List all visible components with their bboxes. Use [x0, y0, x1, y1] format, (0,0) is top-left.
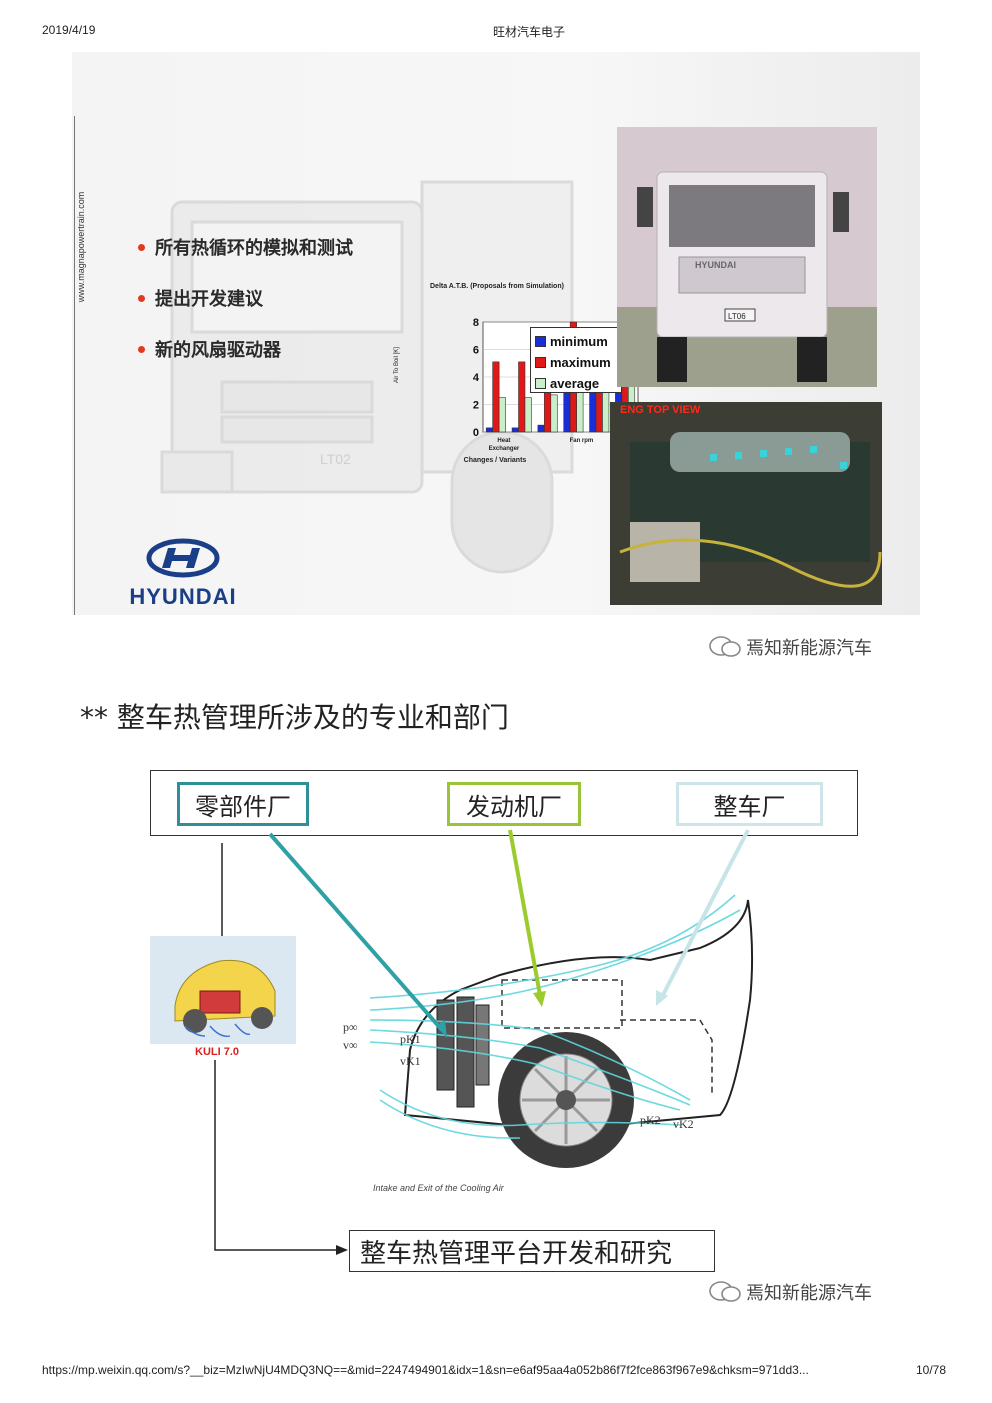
truck-photo: HYUNDAI LT06 — [617, 127, 877, 387]
chart-bar-maximum — [492, 361, 500, 433]
bullet-item: 新的风扇驱动器 — [138, 336, 353, 362]
chart-x-axis-label: Changes / Variants — [463, 457, 527, 464]
section-title: ** 整车热管理所涉及的专业和部门 — [80, 701, 509, 734]
watermark-text: 焉知新能源汽车 — [746, 638, 872, 659]
bullet-dot-icon — [138, 345, 145, 353]
legend-label: minimum — [550, 334, 608, 349]
car-diagram-caption: Intake and Exit of the Cooling Air — [373, 1183, 504, 1193]
car-body — [403, 899, 754, 1132]
supplier-label: 零部件厂 — [177, 782, 309, 826]
wechat-icon — [709, 636, 741, 657]
svg-text:HYUNDAI: HYUNDAI — [695, 260, 736, 270]
var-p-inf: p∞ — [343, 1020, 358, 1034]
chart-y-tick-label: 8 — [473, 317, 479, 329]
engine-view-label: ENG TOP VIEW — [620, 404, 701, 416]
var-vk2: vK2 — [673, 1117, 694, 1131]
legend-label: average — [550, 376, 600, 391]
bg-truck-plate: LT02 — [320, 451, 351, 467]
kuli-label: KULI 7.0 — [195, 1046, 240, 1058]
departments-box — [150, 770, 858, 836]
footer-page-number: 10/78 — [916, 1363, 947, 1377]
hyundai-logo: HYUNDAI — [120, 538, 246, 610]
footer-url: https://mp.weixin.qq.com/s?__biz=MzIwNjU… — [42, 1363, 809, 1377]
hyundai-emblem-icon — [146, 538, 220, 578]
chart-bar-maximum — [518, 361, 526, 433]
chart-bar-average — [524, 397, 532, 433]
chart-legend: minimum maximum average — [530, 327, 622, 393]
chart-title: Delta A.T.B. (Proposals from Simulation) — [430, 283, 564, 290]
wechat-watermark: 焉知新能源汽车 — [708, 1279, 872, 1305]
bullet-text: 所有热循环的模拟和测试 — [155, 238, 353, 259]
kuli-car-illustration — [150, 936, 296, 1044]
platform-box: 整车热管理平台开发和研究 — [349, 1230, 715, 1272]
bullet-item: 所有热循环的模拟和测试 — [138, 234, 353, 260]
legend-swatch-icon — [535, 378, 546, 389]
header-site-title: 旺材汽车电子 — [493, 25, 566, 39]
chart-y-tick-label: 4 — [473, 372, 480, 384]
kuli-software-image — [150, 936, 296, 1044]
legend-item: maximum — [535, 352, 621, 373]
truck-plate: LT06 — [728, 312, 746, 321]
bullet-text: 提出开发建议 — [155, 289, 263, 310]
oem-label: 整车厂 — [676, 782, 823, 826]
chart-y-tick-label: 6 — [473, 345, 479, 357]
var-vk1: vK1 — [400, 1054, 421, 1068]
bullet-dot-icon — [138, 294, 145, 302]
legend-item: average — [535, 373, 621, 394]
bullet-text: 新的风扇驱动器 — [155, 340, 281, 361]
chart-bar-average — [498, 397, 506, 433]
chart-y-tick-label: 2 — [473, 400, 479, 412]
wechat-icon — [709, 1281, 741, 1302]
engine-maker-label: 发动机厂 — [447, 782, 581, 826]
chart-x-tick-label: Heat — [497, 438, 510, 444]
legend-swatch-icon — [535, 336, 546, 347]
legend-swatch-icon — [535, 357, 546, 368]
var-pk2: pK2 — [640, 1113, 661, 1127]
hyundai-slide: LT02 www.magnapowertrain.com 所有热循环的模拟和测试… — [72, 52, 920, 615]
bullet-dot-icon — [138, 243, 145, 251]
legend-item: minimum — [535, 331, 621, 352]
chart-x-tick-label: Exchanger — [489, 446, 520, 452]
engine-photo-image — [610, 402, 882, 605]
var-v-inf: v∞ — [343, 1038, 358, 1052]
chart-y-tick-label: 0 — [473, 427, 479, 439]
header-date: 2019/4/19 — [42, 23, 96, 37]
engine-photo: ENG TOP VIEW — [610, 402, 882, 605]
chart-x-tick-label: Fan rpm — [570, 438, 594, 444]
hyundai-wordmark: HYUNDAI — [129, 584, 237, 609]
wechat-watermark: 焉知新能源汽车 — [708, 634, 872, 660]
bullet-item: 提出开发建议 — [138, 285, 353, 311]
watermark-text: 焉知新能源汽车 — [746, 1283, 872, 1304]
legend-label: maximum — [550, 355, 611, 370]
var-pk1: pK1 — [400, 1032, 421, 1046]
truck-photo-image: HYUNDAI LT06 — [617, 127, 877, 387]
chart-bar-average — [550, 394, 558, 433]
bullet-list: 所有热循环的模拟和测试 提出开发建议 新的风扇驱动器 — [138, 234, 353, 387]
slide-divider-line — [74, 116, 75, 615]
